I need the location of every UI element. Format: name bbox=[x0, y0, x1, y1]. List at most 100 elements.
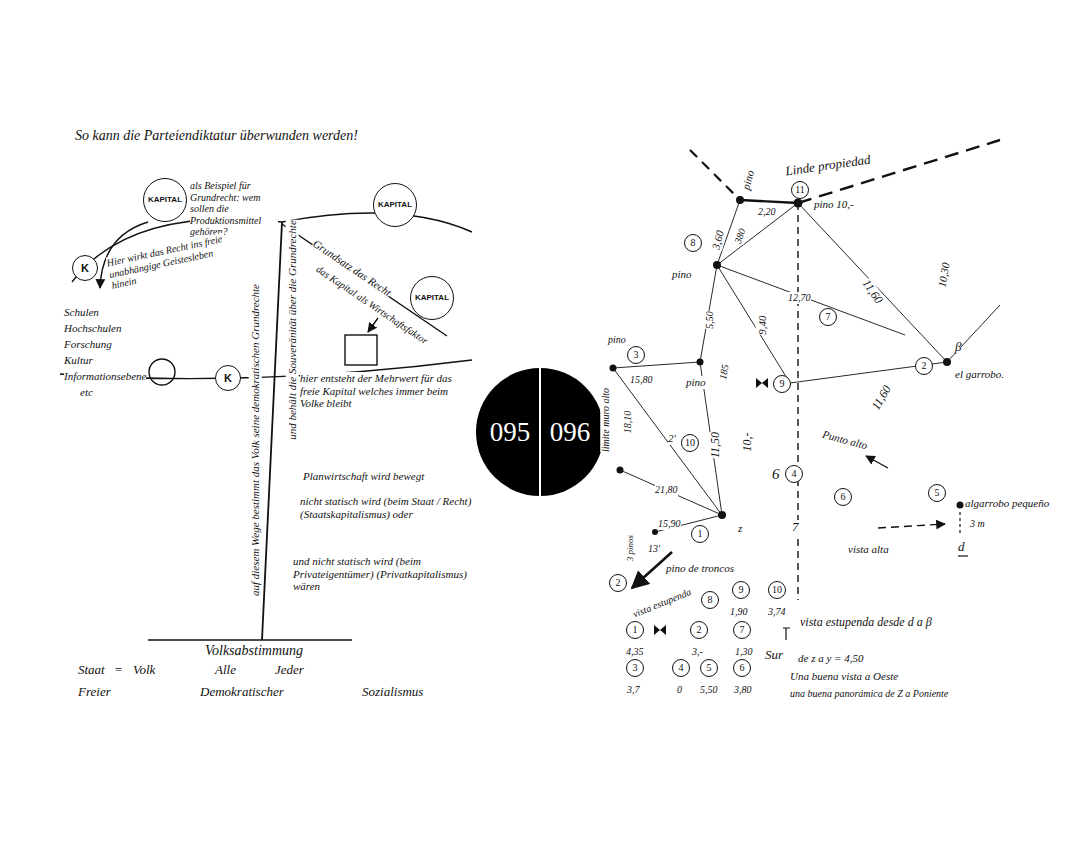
callout-circle: 4 bbox=[785, 465, 803, 483]
note-text: 15,80 bbox=[630, 374, 653, 386]
base-line bbox=[148, 639, 352, 640]
callout-circle: 11 bbox=[791, 181, 809, 199]
node-text: 11 bbox=[795, 185, 805, 195]
node-text: 4 bbox=[679, 663, 684, 673]
callout-circle: 10 bbox=[681, 434, 699, 452]
note-text: 6 bbox=[772, 466, 780, 483]
node-text: 2 bbox=[922, 361, 927, 371]
note-text: 2,20 bbox=[758, 206, 776, 218]
node-text: 5 bbox=[707, 663, 712, 673]
split-disc: 095 096 bbox=[476, 368, 604, 496]
node-text: KAPITAL bbox=[378, 201, 412, 209]
boundary-solid bbox=[740, 200, 798, 203]
rotated-note: Punto alto bbox=[821, 428, 869, 452]
node-text: K bbox=[224, 373, 232, 384]
callout-circle: 1 bbox=[626, 621, 644, 639]
note-text: 1,30 bbox=[735, 646, 753, 658]
note-text: pino 10,- bbox=[814, 198, 854, 211]
callout-circle: 5 bbox=[700, 659, 718, 677]
callout-circle: 10 bbox=[768, 581, 786, 599]
callout-circle: 2 bbox=[690, 621, 708, 639]
boundary-dash bbox=[690, 150, 740, 200]
node-text: 8 bbox=[691, 238, 696, 248]
rotated-note: vista estupenda bbox=[631, 586, 693, 620]
callout-circle: 9 bbox=[773, 375, 791, 393]
note-text: vista estupenda desde d a β bbox=[800, 616, 932, 630]
node-text: 4 bbox=[792, 469, 797, 479]
note-text: Forschung bbox=[64, 338, 112, 351]
callout-circle: 5 bbox=[928, 484, 946, 502]
rotated-note: und behält die Souveränität über die Gru… bbox=[286, 220, 299, 440]
node-text: 7 bbox=[740, 625, 745, 635]
note-text: pino bbox=[686, 376, 706, 389]
rotated-note: 3,60 bbox=[709, 229, 726, 251]
small-square bbox=[345, 335, 377, 365]
page-number: 095 bbox=[490, 419, 531, 446]
note-text: Planwirtschaft wird bewegt bbox=[303, 470, 478, 483]
callout-circle: 9 bbox=[732, 581, 750, 599]
node-text: KAPITAL bbox=[148, 196, 182, 204]
node-text: 2 bbox=[697, 625, 702, 635]
callout-circle: 2 bbox=[915, 357, 933, 375]
rotated-note: Linde propiedad bbox=[784, 153, 871, 180]
note-text: vista alta bbox=[848, 543, 889, 556]
note-text: β bbox=[955, 340, 961, 355]
note-text: Staat bbox=[78, 663, 105, 678]
note-text: 2' bbox=[668, 432, 676, 445]
note-text: 3 m bbox=[970, 518, 985, 530]
rotated-note: limite muro alto bbox=[600, 388, 612, 452]
note-text: de z a y = 4,50 bbox=[798, 652, 863, 665]
callout-circle: 3 bbox=[627, 346, 645, 364]
callout-circle: 8 bbox=[701, 591, 719, 609]
rotated-note: 5,50 bbox=[704, 311, 716, 329]
node-text: 10 bbox=[685, 438, 695, 448]
note-text: Freier bbox=[78, 685, 111, 700]
note-text: Sur bbox=[765, 648, 783, 663]
divider-line bbox=[539, 368, 541, 496]
rotated-note: 9,40 bbox=[756, 315, 769, 334]
bowtie-symbol bbox=[654, 625, 666, 635]
callout-circle: 6 bbox=[733, 659, 751, 677]
tree-dots bbox=[610, 196, 964, 635]
note-text: 3,74 bbox=[768, 606, 786, 618]
rotated-note: auf diesem Wege bestimmt das Volk seine … bbox=[249, 284, 262, 596]
callout-circle: 3 bbox=[626, 659, 644, 677]
node-text: 10 bbox=[772, 585, 782, 595]
right-sketch bbox=[610, 140, 1001, 640]
note-text: Kultur bbox=[64, 354, 93, 367]
rotated-note: 18,10 bbox=[622, 411, 634, 434]
callout-circle: 7 bbox=[819, 308, 837, 326]
note-text: d bbox=[958, 540, 965, 555]
page-number: 096 bbox=[550, 419, 591, 446]
note-text: Una buena vista a Oeste bbox=[790, 670, 898, 683]
callout-circle: 2 bbox=[609, 574, 627, 592]
note-text: pino bbox=[672, 268, 692, 281]
note-text: 1,90 bbox=[730, 606, 748, 618]
note-text: als Beispiel für Grundrecht: wem sollen … bbox=[190, 180, 278, 238]
note-text: 12,70 bbox=[788, 292, 811, 304]
node-text: 2 bbox=[616, 578, 621, 588]
note-text: el garrobo. bbox=[955, 368, 1004, 381]
note-text: und nicht statisch wird (beim Privateige… bbox=[293, 555, 478, 593]
note-text: = bbox=[114, 663, 123, 678]
node-text: 3 bbox=[634, 350, 639, 360]
sheet-title: So kann die Parteiendiktatur überwunden … bbox=[75, 128, 358, 144]
rotated-note: 185 bbox=[717, 364, 731, 381]
note-text: Volksabstimmung bbox=[205, 643, 303, 659]
node-text: K bbox=[81, 263, 89, 274]
rotated-note: 3 pinos bbox=[625, 535, 635, 561]
rotated-note: pino bbox=[739, 169, 756, 191]
note-text: pino de troncos bbox=[666, 562, 734, 575]
height-mark bbox=[959, 512, 960, 536]
callout-circle: 8 bbox=[684, 234, 702, 252]
note-text: Alle bbox=[215, 663, 236, 678]
capital-circle: KAPITAL bbox=[410, 276, 454, 320]
node-text: 1 bbox=[633, 625, 638, 635]
centre-axis bbox=[797, 203, 798, 600]
capital-circle: KAPITAL bbox=[143, 178, 187, 222]
high-point-arrow bbox=[866, 456, 888, 468]
underline bbox=[958, 555, 968, 556]
note-text: 3,7 bbox=[627, 684, 640, 696]
bowtie-symbol bbox=[756, 378, 768, 388]
